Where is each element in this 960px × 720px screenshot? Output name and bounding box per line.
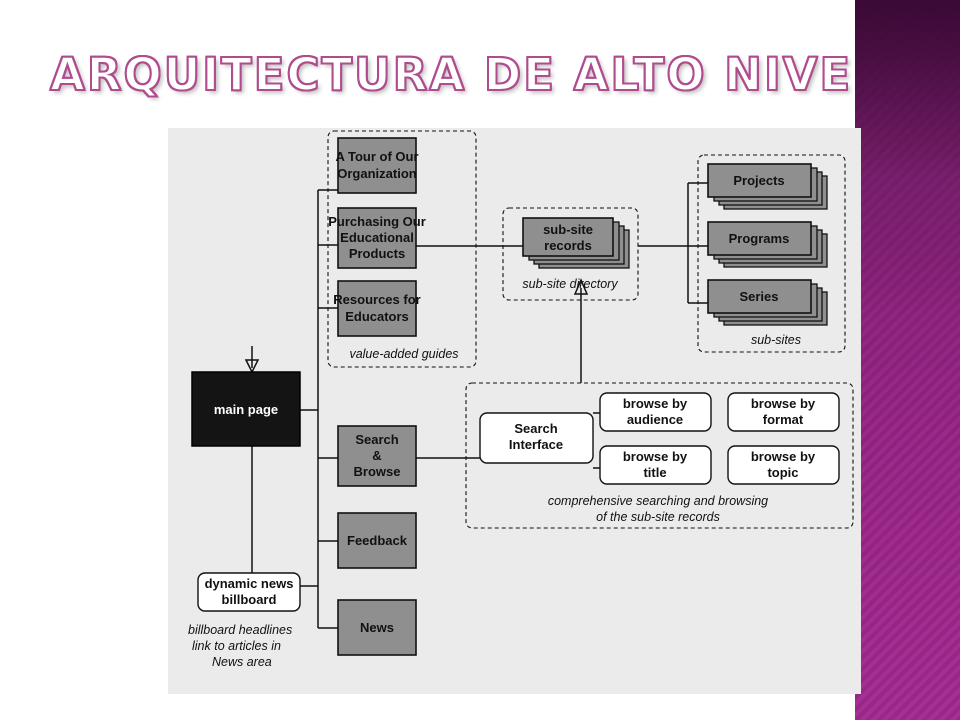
browse-format-label-1: browse by [751, 396, 816, 411]
purchasing-node [337, 207, 417, 269]
browse-format-node [727, 392, 840, 432]
purchasing-label-1: Purchasing Our [328, 214, 426, 229]
diagram-canvas: main page A Tour of Our Organization Pur… [188, 130, 854, 669]
subsite-directory-label: sub-site directory [522, 277, 618, 291]
browse-format-label-2: format [763, 412, 804, 427]
billboard-note-3: News area [212, 655, 272, 669]
browse-topic-label-2: topic [767, 465, 798, 480]
browse-audience-label-2: audience [627, 412, 683, 427]
resources-label-1: Resources for [333, 292, 420, 307]
decorative-side-bar [855, 0, 960, 720]
resources-node [337, 280, 417, 337]
search-interface-label-1: Search [514, 421, 557, 436]
dynamic-news-label-1: dynamic news [205, 576, 294, 591]
news-node [337, 599, 417, 656]
subsite-records-node [522, 217, 614, 257]
series-label: Series [739, 289, 778, 304]
search-interface-node [479, 412, 594, 464]
comprehensive-label-2: of the sub-site records [596, 510, 720, 524]
comprehensive-label-1: comprehensive searching and browsing [548, 494, 768, 508]
search-browse-label-2: & [372, 448, 381, 463]
browse-title-label-2: title [643, 465, 666, 480]
browse-topic-node [727, 445, 840, 485]
browse-topic-label-1: browse by [751, 449, 816, 464]
feedback-node [337, 512, 417, 569]
value-added-guides-label: value-added guides [349, 347, 458, 361]
projects-label: Projects [733, 173, 784, 188]
browse-title-label-1: browse by [623, 449, 688, 464]
tour-node [337, 137, 417, 194]
dynamic-news-node [197, 572, 301, 612]
group-subsites [697, 154, 846, 353]
browse-audience-node [599, 392, 712, 432]
purchasing-label-2: Educational [340, 230, 414, 245]
feedback-label: Feedback [347, 533, 408, 548]
subsites-label: sub-sites [751, 333, 801, 347]
group-comprehensive-search [465, 382, 854, 529]
programs-label: Programs [729, 231, 790, 246]
subsite-records-label-1: sub-site [543, 222, 593, 237]
tour-label-1: A Tour of Our [335, 149, 418, 164]
search-browse-label-1: Search [355, 432, 398, 447]
main-page-label: main page [214, 402, 278, 417]
billboard-note-2: link to articles in [192, 639, 281, 653]
main-page-node [191, 371, 301, 447]
architecture-diagram: main page A Tour of Our Organization Pur… [168, 128, 861, 694]
dynamic-news-label-2: billboard [222, 592, 277, 607]
purchasing-label-3: Products [349, 246, 405, 261]
news-label: News [360, 620, 394, 635]
subsite-records-label-2: records [544, 238, 592, 253]
browse-audience-label-1: browse by [623, 396, 688, 411]
tour-label-2: Organization [337, 166, 417, 181]
resources-label-2: Educators [345, 309, 409, 324]
series-node [707, 279, 812, 314]
directory-arrowhead [573, 278, 589, 295]
browse-title-node [599, 445, 712, 485]
search-browse-label-3: Browse [354, 464, 401, 479]
search-interface-label-2: Interface [509, 437, 563, 452]
programs-node [707, 221, 812, 256]
search-browse-node [337, 425, 417, 487]
entry-arrowhead [244, 359, 260, 374]
billboard-note-1: billboard headlines [188, 623, 292, 637]
projects-node [707, 163, 812, 198]
group-subsite-directory [502, 207, 639, 301]
slide-title: ARQUITECTURA DE ALTO NIVEL [49, 48, 883, 101]
